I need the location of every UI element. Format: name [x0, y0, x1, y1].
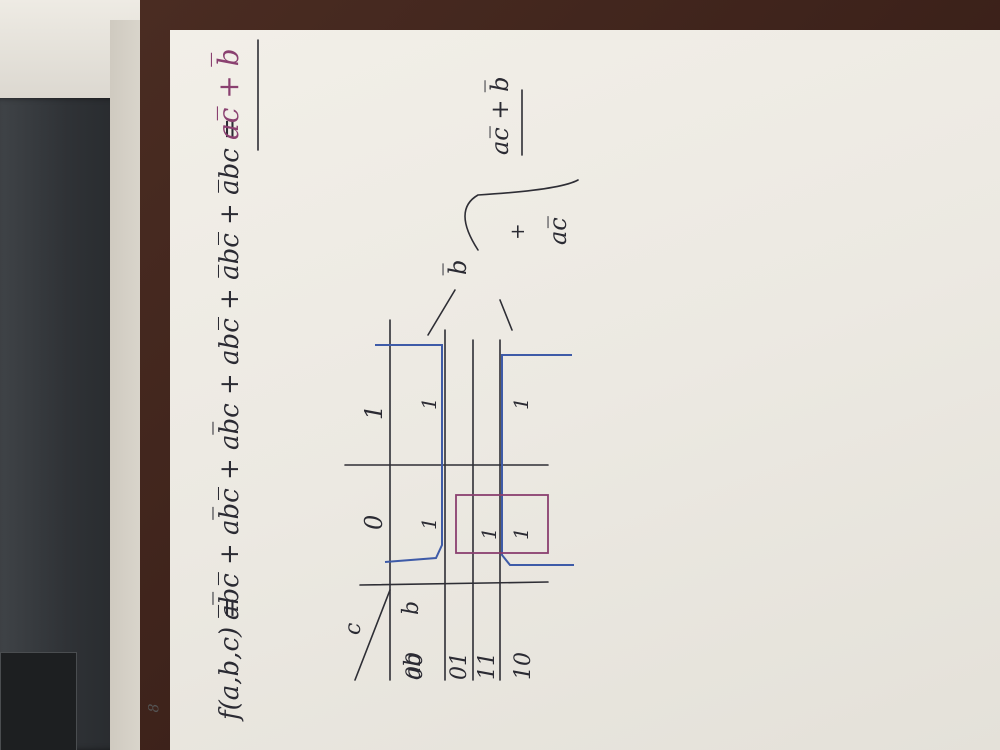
corner-row-var: ab	[401, 653, 426, 680]
corner-row-var-b: b	[399, 601, 424, 615]
cell-00-1: 1	[417, 397, 441, 410]
corner-diagonal	[354, 589, 391, 681]
cell-01-0: 1	[477, 527, 501, 540]
cell-00-0: 1	[417, 517, 441, 530]
derivation-notes: b̅ + ac̅ ac̅ + b̅	[427, 77, 579, 336]
curly-brace	[464, 179, 579, 251]
note-plus: +	[505, 223, 529, 240]
laptop-trackpad	[0, 652, 77, 750]
equation-lhs: f(a,b,c) =	[215, 597, 245, 722]
equation-terms: a̅b̅c̅ + ab̅c̅ + ab̅c + abc̅ + a̅bc̅ + a…	[212, 118, 245, 620]
col-header-0: 0	[360, 515, 388, 530]
row-header-1: 01	[447, 652, 472, 680]
row-header-3: 10	[511, 652, 536, 680]
cell-11-0: 1	[509, 527, 533, 540]
arrow-1	[427, 289, 456, 336]
corner-col-var: c	[341, 623, 366, 635]
note-final: ac̅ + b̅	[485, 77, 514, 155]
group-b-bar-bottom	[501, 354, 574, 566]
group-ac-bar	[455, 494, 549, 554]
karnaugh-map: c ab b 0 1 00 01 11 10 1 1 1 1 1	[341, 319, 574, 681]
row-header-0: 00	[403, 652, 428, 680]
note-term-ac: ac̅	[544, 216, 572, 245]
arrow-2	[499, 299, 513, 331]
group-b-bar-top	[375, 344, 443, 563]
cell-10-1: 1	[509, 397, 533, 410]
note-term-b: b̅	[443, 260, 472, 276]
equation-line: f(a,b,c) = a̅b̅c̅ + ab̅c̅ + ab̅c + abc̅ …	[211, 48, 245, 722]
row-header-2: 11	[475, 652, 500, 680]
equation-result: ac̅ + b̅	[211, 48, 245, 140]
notebook-page	[170, 30, 1000, 750]
col-header-1: 1	[360, 405, 388, 420]
